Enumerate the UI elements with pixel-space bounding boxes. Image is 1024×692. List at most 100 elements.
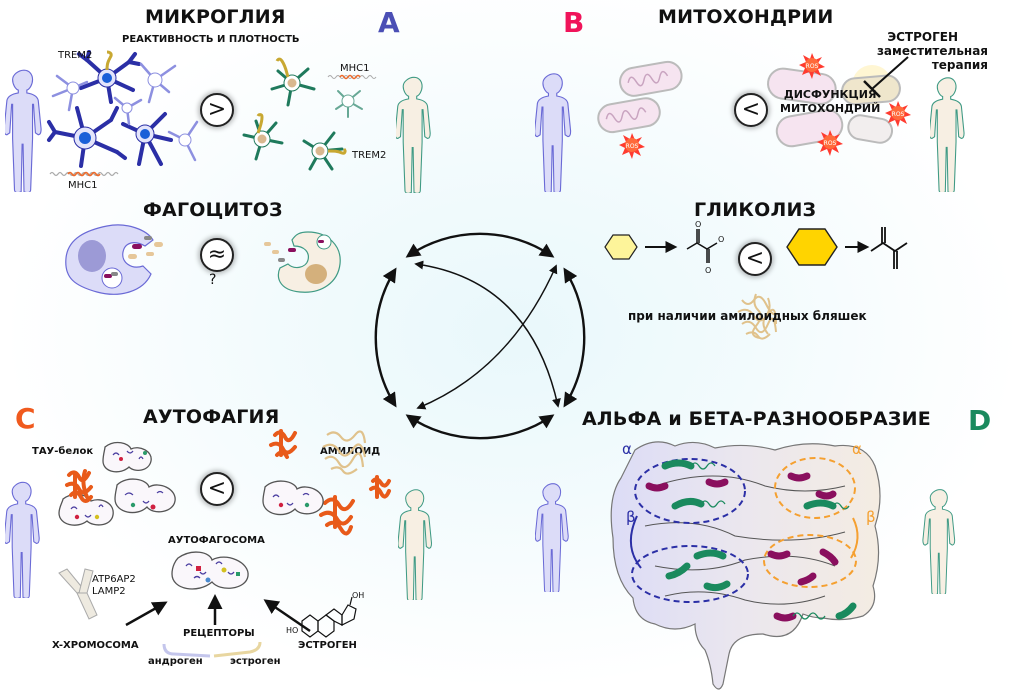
comparison-less-b-icon: < (734, 93, 768, 127)
alpha-label-female: α (852, 440, 862, 458)
mitochondria-title: МИТОХОНДРИИ (658, 6, 834, 28)
mhc1-label-right: MHC1 (340, 63, 370, 74)
ho-label: HO (286, 626, 299, 635)
genes-label: ATP6AP2 LAMP2 (92, 574, 136, 598)
trem2-label-left: TREM2 (58, 50, 93, 61)
microglia-subtitle: РЕАКТИВНОСТЬ И ПЛОТНОСТЬ (122, 34, 300, 45)
estrogen-therapy-label: ЭСТРОГЕН заместительная терапия (858, 30, 988, 72)
female-beta-ellipse (763, 534, 857, 588)
autophagosome-2 (114, 478, 176, 514)
panel-letter-a: A (378, 6, 400, 39)
arrow-x-to-autophagosome (125, 601, 168, 627)
glycolysis-reaction-icon: O O O (604, 220, 908, 275)
male-phagocyte-icon (65, 224, 163, 295)
panel-letter-b: B (563, 6, 584, 39)
female-alpha-ellipse (774, 457, 856, 519)
diversity-title: АЛЬФА и БЕТА-РАЗНООБРАЗИЕ (582, 408, 931, 430)
ros-label: ROS (626, 143, 639, 150)
estrogen-label-c: ЭСТРОГЕН (298, 640, 357, 651)
mhc1-label-left: MHC1 (68, 180, 98, 191)
autophagosome-label: АУТОФАГОСОМА (168, 535, 265, 546)
dysfunctional-mitochondria-icon: ROS ROS ROS (767, 53, 911, 156)
autophagosome-center-icon (171, 551, 249, 590)
female-figure-b-icon (930, 77, 965, 192)
microglia-title: МИКРОГЛИЯ (145, 6, 286, 28)
phagocytosis-title: ФАГОЦИТОЗ (143, 199, 283, 221)
arrow-estrogen-to-autophagosome (263, 599, 311, 633)
beta-label-female: β (866, 508, 876, 526)
svg-text:O: O (718, 235, 724, 244)
female-microglia-cells-icon (242, 57, 363, 171)
x-chromosome-label: X-ХРОМОСОМА (52, 640, 139, 651)
tau-protein-label: ТАУ-белок (32, 446, 94, 457)
glucose-large-icon (786, 228, 838, 266)
tau-aggregate-icon (65, 469, 93, 503)
receptors-icon (162, 641, 262, 658)
svg-text:ROS: ROS (824, 140, 837, 147)
glucose-small-icon (604, 234, 638, 260)
autophagy-input-arrows (125, 594, 311, 633)
arrow-diagonal-b-c (416, 264, 558, 410)
female-figure-icon (396, 76, 431, 193)
androgen-label: андроген (148, 656, 203, 667)
trem2-label-right: TREM2 (352, 150, 387, 161)
female-figure-d-icon (922, 489, 956, 594)
comparison-symbol-b: < (741, 97, 761, 122)
healthy-mitochondria-icon: ROS (597, 60, 683, 159)
male-autophagosomes-icon (58, 441, 176, 526)
arrow-bottom (405, 414, 555, 440)
comparison-symbol-c: < (207, 476, 227, 501)
panel-c-letter-text: C (15, 402, 36, 435)
male-alpha-ellipse (634, 458, 746, 524)
male-figure-icon (5, 69, 42, 192)
panel-b-letter-text: B (563, 6, 585, 39)
panel-letter-d: D (968, 404, 991, 437)
estrogen-molecule-icon (301, 596, 357, 638)
alpha-label-male: α (622, 440, 632, 458)
amyloid-plaques-note: при наличии амилоидных бляшек (628, 309, 867, 323)
approx-symbol: ≈ (207, 242, 227, 267)
arrow-right (563, 267, 586, 408)
mhc1-strand-right-icon (327, 74, 377, 80)
uncertainty-mark: ? (209, 272, 217, 288)
pyruvate-large-icon (870, 227, 908, 269)
svg-text:O: O (695, 220, 701, 229)
svg-text:ROS: ROS (806, 63, 819, 70)
comparison-symbol-glycolysis: < (745, 246, 765, 271)
estrogen-therapy-line1: ЭСТРОГЕН (887, 30, 958, 44)
arrow-top (405, 232, 555, 258)
comparison-approx-icon: ≈ (200, 238, 234, 272)
gut-microbiome-icon (610, 441, 881, 690)
estrogen-receptor-label: эстроген (230, 656, 281, 667)
female-phagocyte-icon (264, 231, 341, 293)
beta-label-male: β (626, 508, 636, 526)
autophagosome-1 (102, 441, 152, 473)
arrow-left (374, 267, 397, 408)
mhc1-strand-left-icon (49, 171, 119, 177)
dysfunction-line2: МИТОХОНДРИЙ (780, 102, 881, 115)
male-figure-d-icon (535, 483, 569, 592)
mitochondrial-dysfunction-label: ДИСФУНКЦИЯ МИТОХОНДРИЙ (780, 88, 880, 116)
estrogen-therapy-line3: терапия (931, 58, 988, 72)
arrow-diagonal-a-d (414, 260, 561, 408)
comparison-less-glycolysis-icon: < (738, 242, 772, 276)
comparison-less-c-icon: < (200, 472, 234, 506)
receptors-label: РЕЦЕПТОРЫ (183, 628, 255, 639)
svg-text:ROS: ROS (892, 111, 905, 118)
estrogen-therapy-line2: заместительная (876, 44, 988, 58)
gene-atp6ap2: ATP6AP2 (92, 574, 136, 585)
panel-a-letter-text: A (378, 6, 400, 39)
gene-lamp2: LAMP2 (92, 586, 126, 597)
panel-letter-c: C (15, 402, 36, 435)
female-autophagy-amyloid-icon (262, 429, 391, 536)
panel-d-letter-text: D (968, 404, 992, 437)
comparison-greater-icon: > (200, 93, 234, 127)
interaction-circle-diagram (374, 232, 586, 440)
autophagy-title: АУТОФАГИЯ (143, 406, 280, 428)
pyruvate-small-icon (686, 229, 718, 263)
amyloid-plaque-icon (737, 293, 777, 340)
comparison-symbol: > (207, 97, 227, 122)
svg-text:O: O (705, 266, 711, 275)
male-figure-b-icon (535, 73, 572, 192)
male-figure-c-icon (5, 481, 40, 598)
